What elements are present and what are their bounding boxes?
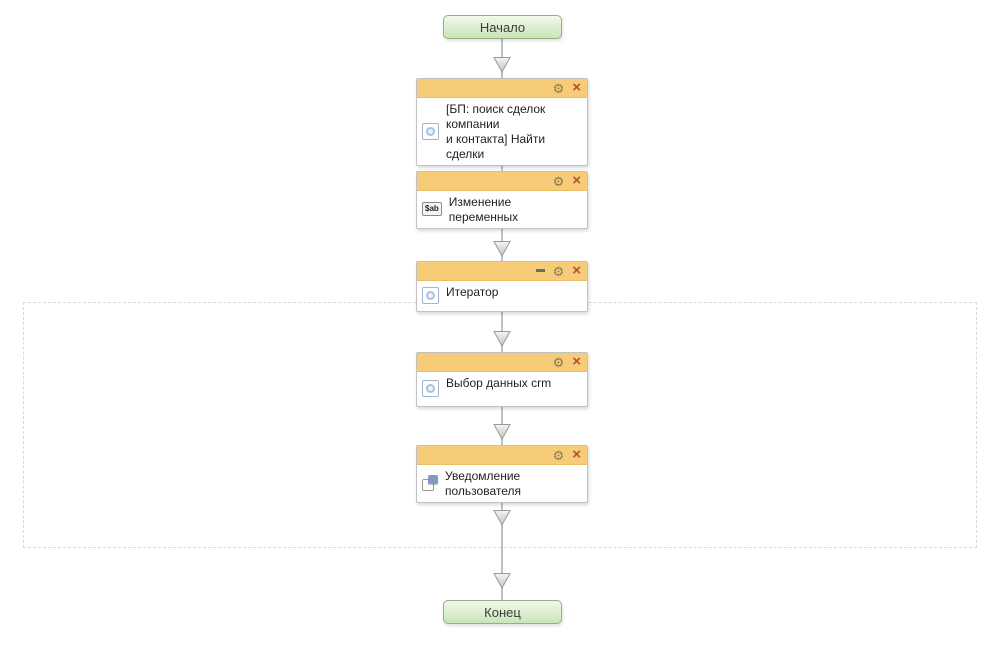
close-icon[interactable]: × — [572, 445, 581, 463]
gear-icon[interactable]: ⚙ — [552, 263, 565, 279]
close-icon[interactable]: × — [572, 352, 581, 370]
block-header: ⚙ × — [417, 79, 587, 98]
connector-line — [501, 36, 503, 602]
block-title: Уведомление пользователя — [445, 469, 521, 498]
arrow-down-icon — [493, 510, 511, 527]
arrow-down-icon — [493, 241, 511, 258]
arrow-down-icon — [493, 331, 511, 348]
block-title: [БП: поиск сделок компании и контакта] Н… — [446, 102, 546, 161]
block-header: ⚙ × — [417, 262, 587, 281]
gear-icon[interactable]: ⚙ — [552, 354, 565, 370]
close-icon[interactable]: × — [572, 171, 581, 189]
block-title: Итератор — [446, 285, 499, 299]
start-node: Начало — [443, 15, 562, 39]
close-icon[interactable]: × — [572, 261, 581, 279]
block-header: ⚙ × — [417, 446, 587, 465]
gear-icon[interactable]: ⚙ — [552, 80, 565, 96]
variables-icon: $ab — [422, 202, 442, 216]
gear-icon[interactable]: ⚙ — [552, 173, 565, 189]
close-icon[interactable]: × — [572, 78, 581, 96]
arrow-down-icon — [493, 424, 511, 441]
arrow-down-icon — [493, 57, 511, 74]
notification-icon — [422, 475, 438, 491]
block-header: ⚙ × — [417, 353, 587, 372]
block-search-deals[interactable]: ⚙ × [БП: поиск сделок компании и контакт… — [416, 78, 588, 166]
start-node-label: Начало — [479, 19, 526, 35]
end-node: Конец — [443, 600, 562, 624]
activity-icon — [422, 287, 439, 304]
block-user-notification[interactable]: ⚙ × Уведомление пользователя — [416, 445, 588, 503]
block-select-crm-data[interactable]: ⚙ × Выбор данных crm — [416, 352, 588, 407]
end-node-label: Конец — [484, 604, 521, 620]
gear-icon[interactable]: ⚙ — [552, 447, 565, 463]
block-title: Изменение переменных — [448, 195, 519, 224]
activity-icon — [422, 122, 439, 140]
activity-icon — [422, 380, 439, 397]
arrow-down-icon — [493, 573, 511, 590]
block-set-variables[interactable]: ⚙ × $ab Изменение переменных — [416, 171, 588, 229]
block-header: ⚙ × — [417, 172, 587, 191]
block-iterator[interactable]: ⚙ × Итератор — [416, 261, 588, 312]
minimize-icon[interactable] — [535, 268, 545, 272]
block-title: Выбор данных crm — [446, 376, 552, 390]
